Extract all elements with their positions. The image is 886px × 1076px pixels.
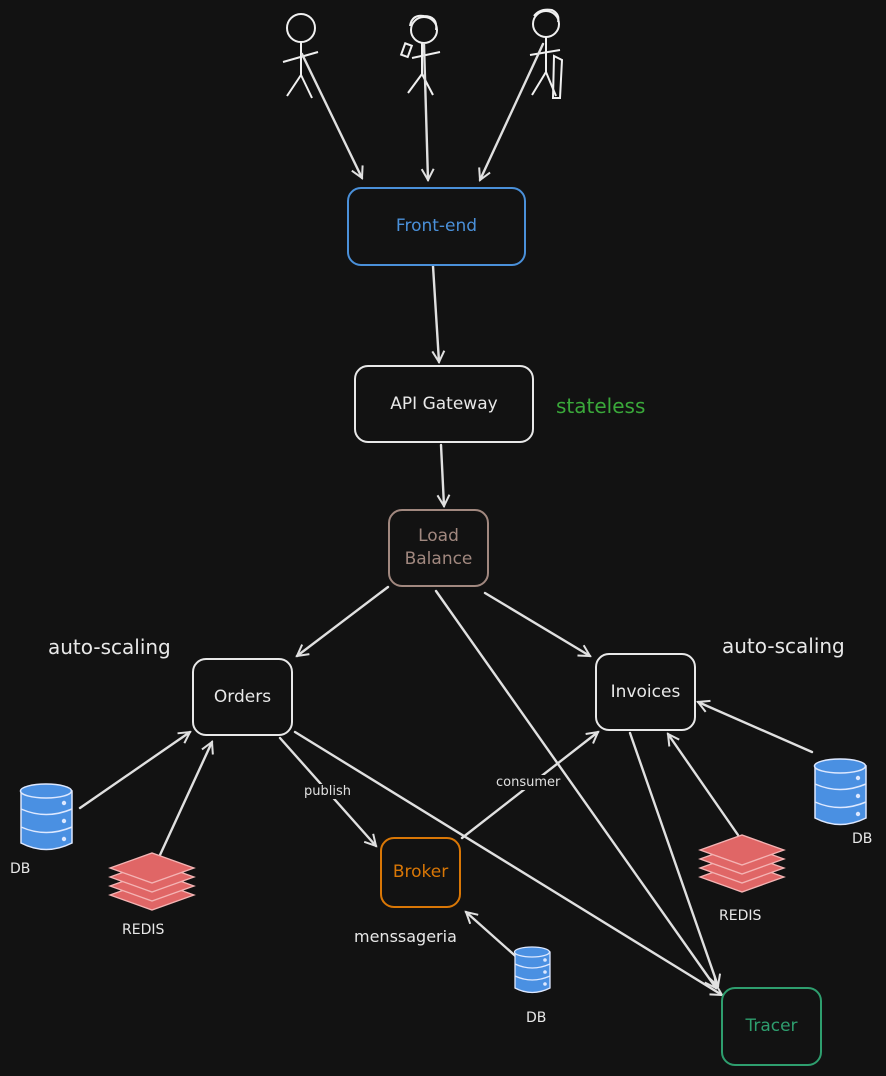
edge-loadbalance-tracer [434, 589, 716, 988]
orders-node[interactable]: Orders [192, 658, 293, 736]
frontend-label: Front-end [395, 216, 478, 237]
api-gateway-node[interactable]: API Gateway [354, 365, 534, 443]
api-gateway-label: API Gateway [390, 393, 498, 414]
edge-redisinvoices-invoices [666, 734, 740, 837]
redis-stack-icon [108, 852, 196, 911]
edge-user2-frontend [424, 42, 428, 180]
edge-loadbalance-orders [297, 585, 390, 656]
redis-orders-label: REDIS [122, 922, 165, 938]
edge-label-publish: publish [302, 784, 353, 799]
invoices-label: Invoices [610, 681, 681, 702]
edge-gateway-loadbalance [441, 443, 444, 506]
messaging-annotation: menssageria [354, 927, 457, 946]
stick-figure-user-icon [282, 13, 319, 99]
database-icon [513, 946, 551, 994]
auto-scaling-invoices-annotation: auto-scaling [722, 634, 845, 658]
load-balance-label: Load Balance [404, 526, 473, 569]
db-invoices-label: DB [852, 831, 873, 847]
broker-label: Broker [392, 862, 449, 883]
edge-redisorders-orders [158, 742, 212, 857]
auto-scaling-orders-annotation: auto-scaling [48, 635, 171, 659]
database-icon [19, 783, 73, 851]
edge-invoices-tracer [628, 731, 718, 986]
edge-loadbalance-invoices [483, 591, 590, 658]
stateless-annotation: stateless [556, 394, 646, 418]
redis-stack-icon [698, 834, 786, 893]
edge-dbbroker-broker [466, 912, 523, 963]
edge-frontend-gateway [433, 264, 439, 362]
stick-figure-user-with-bag-icon [529, 8, 564, 99]
frontend-node[interactable]: Front-end [347, 187, 526, 266]
edge-orders-tracer [293, 730, 722, 997]
stick-figure-user-with-phone-icon [399, 14, 441, 96]
load-balance-node[interactable]: Load Balance [388, 509, 489, 587]
db-orders-label: DB [10, 861, 31, 877]
edge-dbinvoices-invoices [698, 702, 814, 754]
tracer-label: Tracer [745, 1016, 798, 1037]
orders-label: Orders [213, 686, 272, 707]
tracer-node[interactable]: Tracer [721, 987, 822, 1066]
edge-dborders-orders [78, 730, 190, 810]
broker-node[interactable]: Broker [380, 837, 461, 908]
invoices-node[interactable]: Invoices [595, 653, 696, 731]
edge-user3-frontend [480, 42, 545, 180]
redis-invoices-label: REDIS [719, 908, 762, 924]
edge-label-consumer: consumer [494, 775, 563, 790]
edge-user1-frontend [300, 52, 362, 178]
db-broker-label: DB [526, 1010, 547, 1026]
database-icon [813, 758, 867, 826]
